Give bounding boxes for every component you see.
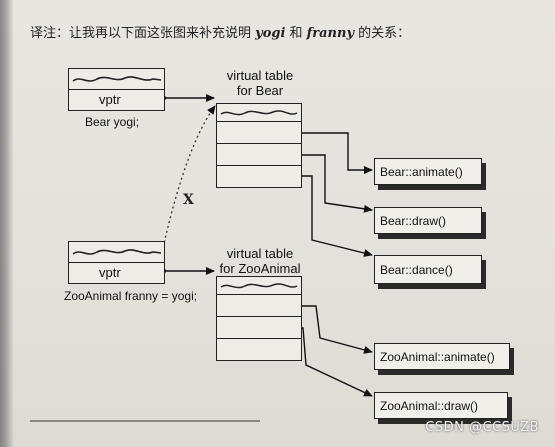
bear-vtable xyxy=(216,103,302,188)
bear-slot2-arrow xyxy=(288,154,373,213)
invalid-assignment-mark: X xyxy=(183,192,194,208)
vtable-slot xyxy=(217,317,301,339)
note-name-franny: franny xyxy=(306,26,354,41)
object-data-area xyxy=(69,69,164,90)
zoo-draw-box: ZooAnimal::draw() xyxy=(374,392,508,419)
object-data-area xyxy=(69,242,164,263)
zoo-animate-box: ZooAnimal::animate() xyxy=(374,343,510,370)
zoo-slot2-arrow xyxy=(288,305,373,354)
csdn-watermark: CSDN @CCSUZB xyxy=(425,420,539,435)
bear-draw-box: Bear::draw() xyxy=(374,207,482,234)
wavy-data-mark xyxy=(72,249,162,255)
vtable-header xyxy=(217,104,301,122)
note-name-yogi: yogi xyxy=(255,26,286,41)
vtable-header xyxy=(217,277,301,295)
bear-object: vptr xyxy=(68,68,165,111)
vtable-slot xyxy=(217,122,301,144)
wavy-data-mark xyxy=(72,76,162,82)
bear-object-caption: Bear yogi; xyxy=(85,115,140,129)
crossed-dotted-arrow xyxy=(159,105,216,263)
vtable-slot xyxy=(217,166,301,187)
bear-dance-box: Bear::dance() xyxy=(374,255,482,284)
vtable-slot xyxy=(217,144,301,166)
zoo-object-caption: ZooAnimal franny = yogi; xyxy=(64,289,198,303)
wavy-data-mark xyxy=(220,283,298,289)
bear-vptr-field: vptr xyxy=(99,92,121,107)
vtable-slot xyxy=(217,339,301,360)
zoo-object: vptr xyxy=(68,241,165,284)
translator-note: 译注：让我再以下面这张图来补充说明 yogi 和 franny 的关系： xyxy=(30,26,411,41)
zoo-vptr-field: vptr xyxy=(99,265,121,280)
bear-vtable-title: virtual table for Bear xyxy=(226,68,294,98)
vtable-slot xyxy=(217,295,301,317)
wavy-data-mark xyxy=(220,110,298,116)
zoo-vtable xyxy=(216,276,302,361)
bear-animate-box: Bear::animate() xyxy=(374,158,482,185)
zoo-vtable-title: virtual table for ZooAnimal xyxy=(219,246,301,276)
